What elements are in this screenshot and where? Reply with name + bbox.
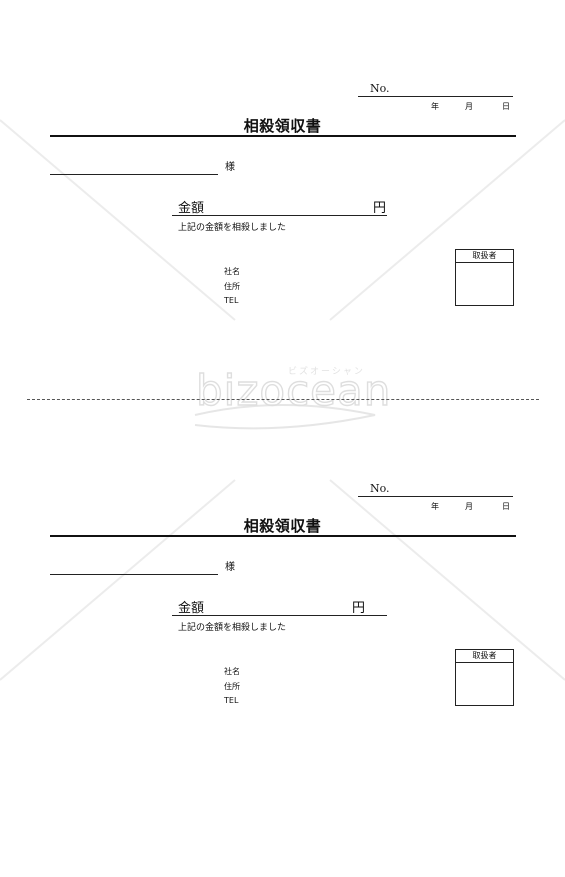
date-month-label: 月 <box>465 102 473 111</box>
handler-stamp-box[interactable]: 取扱者 <box>455 649 514 706</box>
document-title: 相殺領収書 <box>243 517 322 535</box>
date-month-label: 月 <box>465 502 473 511</box>
date-day-label: 日 <box>502 502 510 511</box>
handler-label: 取扱者 <box>456 250 513 263</box>
title-underline <box>50 535 516 537</box>
amount-field[interactable] <box>172 615 387 616</box>
amount-label: 金額 <box>178 201 205 216</box>
title-underline <box>50 135 516 137</box>
issuer-company-label: 社名 <box>224 667 240 676</box>
cut-line <box>27 399 539 400</box>
offset-statement: 上記の金額を相殺しました <box>178 623 287 633</box>
watermark-lines <box>0 119 565 681</box>
issuer-tel-label: TEL <box>224 696 239 705</box>
currency-label: 円 <box>373 201 387 216</box>
recipient-name-field[interactable] <box>50 574 218 575</box>
issuer-company-label: 社名 <box>224 267 240 276</box>
date-year-label: 年 <box>431 502 439 511</box>
issuer-address-label: 住所 <box>224 682 240 691</box>
amount-label: 金額 <box>178 601 205 616</box>
receipt-number-field[interactable] <box>358 96 513 97</box>
issuer-tel-label: TEL <box>224 296 239 305</box>
receipt-bottom: No. 年 月 日 相殺領収書 様 金額 円 上記の金額を相殺しました 社名 住… <box>0 482 565 877</box>
recipient-name-field[interactable] <box>50 174 218 175</box>
date-year-label: 年 <box>431 102 439 111</box>
watermark-kana: ビズオーシャン <box>288 367 365 377</box>
handler-label: 取扱者 <box>456 650 513 663</box>
document-title: 相殺領収書 <box>243 117 322 135</box>
receipt-number-field[interactable] <box>358 496 513 497</box>
honorific-label: 様 <box>225 562 235 573</box>
receipt-top: No. 年 月 日 相殺領収書 様 金額 円 上記の金額を相殺しました 社名 住… <box>0 82 565 477</box>
receipt-number-label: No. <box>370 82 390 95</box>
issuer-address-label: 住所 <box>224 282 240 291</box>
honorific-label: 様 <box>225 162 235 173</box>
currency-label: 円 <box>352 601 366 616</box>
date-day-label: 日 <box>502 102 510 111</box>
offset-statement: 上記の金額を相殺しました <box>178 223 287 233</box>
watermark-logo: bizocean <box>195 365 392 415</box>
amount-field[interactable] <box>172 215 387 216</box>
receipt-number-label: No. <box>370 482 390 495</box>
handler-stamp-box[interactable]: 取扱者 <box>455 249 514 306</box>
